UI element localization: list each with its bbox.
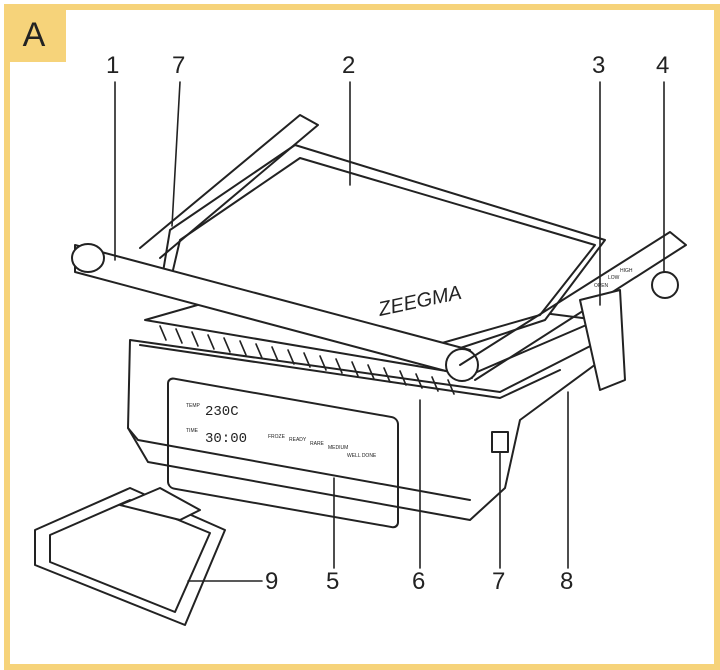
preset-rare: RARE xyxy=(310,441,325,447)
callout-7-top: 7 xyxy=(172,52,186,79)
callout-8: 8 xyxy=(560,568,574,595)
preset-well-done: WELL DONE xyxy=(347,453,377,459)
callout-6: 6 xyxy=(412,568,426,595)
figure-tag: A xyxy=(10,10,66,62)
dial-label-low: LOW xyxy=(608,275,620,281)
time-readout: 30:00 xyxy=(205,431,247,447)
callout-9: 9 xyxy=(265,568,279,595)
callout-2: 2 xyxy=(342,52,356,79)
drip-tray xyxy=(34,487,226,626)
side-lever xyxy=(491,431,509,453)
callout-3: 3 xyxy=(592,52,606,79)
time-button-label: TIME xyxy=(186,428,199,434)
dial-label-high: HIGH xyxy=(620,268,633,274)
dial-label-open: OPEN xyxy=(594,283,609,289)
temperature-dial xyxy=(651,271,679,299)
figure-tag-label: A xyxy=(22,16,46,54)
callout-1: 1 xyxy=(106,52,120,79)
preset-medium: MEDIUM xyxy=(328,445,348,451)
temp-button-label: TEMP xyxy=(186,403,201,409)
temp-readout: 230C xyxy=(205,404,239,420)
preset-ready: READY xyxy=(289,437,307,443)
callout-4: 4 xyxy=(656,52,670,79)
leader-7-top xyxy=(171,81,181,227)
callout-7-bottom: 7 xyxy=(492,568,506,595)
callout-5: 5 xyxy=(326,568,340,595)
grill-base xyxy=(127,335,616,521)
preset-froze: FROZE xyxy=(268,434,286,440)
hinge-bracket xyxy=(579,289,626,391)
control-panel xyxy=(167,377,399,529)
